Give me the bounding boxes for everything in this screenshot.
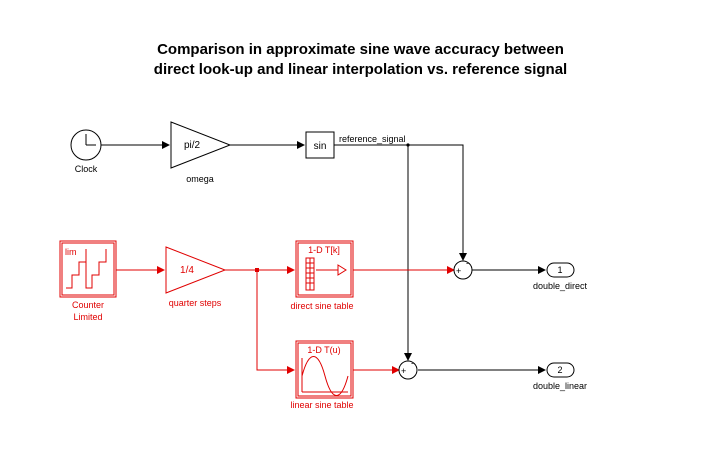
diagram-title-line-1: Comparison in approximate sine wave accu… — [157, 41, 564, 58]
diagram-title-line-2: direct look-up and linear interpolation … — [153, 61, 568, 78]
omega-label: omega — [186, 174, 214, 184]
branch-point-reference — [406, 143, 410, 147]
direct-table-text: 1-D T[k] — [308, 245, 340, 255]
outport-double-linear[interactable]: 2 — [546, 362, 575, 378]
sum1-plus-sign: + — [456, 266, 461, 276]
lookup-table-icon — [305, 257, 347, 291]
quarter-steps-label: quarter steps — [169, 298, 222, 308]
counter-label-line-2: Limited — [73, 312, 102, 322]
quarter-steps-gain-block[interactable]: 1/4 — [165, 246, 227, 294]
counter-label-line-1: Counter — [72, 300, 104, 310]
omega-gain-block[interactable]: pi/2 — [170, 121, 232, 169]
reference-signal-label: reference_signal — [339, 134, 406, 144]
sin-block[interactable]: sin — [305, 131, 335, 159]
sum-block-direct[interactable]: - + — [453, 258, 473, 280]
wire-reference-to-sum1[interactable] — [334, 144, 467, 261]
linear-sine-table-label: linear sine table — [290, 400, 353, 410]
counter-block-text: lim — [65, 247, 77, 257]
counter-limited-block[interactable]: lim — [59, 240, 117, 298]
staircase-icon — [66, 249, 107, 289]
outport-2-label: double_linear — [533, 381, 587, 391]
sum-block-linear[interactable]: - + — [398, 358, 418, 380]
direct-sine-table-label: direct sine table — [290, 301, 353, 311]
sum2-plus-sign: + — [401, 366, 406, 376]
outport-1-label: double_direct — [533, 281, 588, 291]
sin-block-text: sin — [314, 141, 327, 152]
clock-icon — [85, 134, 96, 146]
branch-point-quarter — [255, 268, 259, 272]
outport-1-number: 1 — [557, 265, 562, 275]
linear-table-text: 1-D T(u) — [307, 345, 340, 355]
wire-quarter-to-linear-table[interactable] — [256, 270, 295, 374]
sum1-minus-sign: - — [466, 258, 469, 268]
direct-sine-table-block[interactable]: 1-D T[k] — [295, 240, 354, 298]
sine-curve-icon — [301, 356, 349, 396]
sum2-minus-sign: - — [411, 358, 414, 368]
clock-block[interactable] — [70, 129, 102, 161]
linear-sine-table-block[interactable]: 1-D T(u) — [295, 340, 354, 399]
clock-label: Clock — [75, 164, 98, 174]
outport-double-direct[interactable]: 1 — [546, 262, 575, 278]
quarter-gain-value: 1/4 — [180, 265, 194, 276]
outport-2-number: 2 — [557, 365, 562, 375]
omega-gain-value: pi/2 — [184, 140, 201, 151]
